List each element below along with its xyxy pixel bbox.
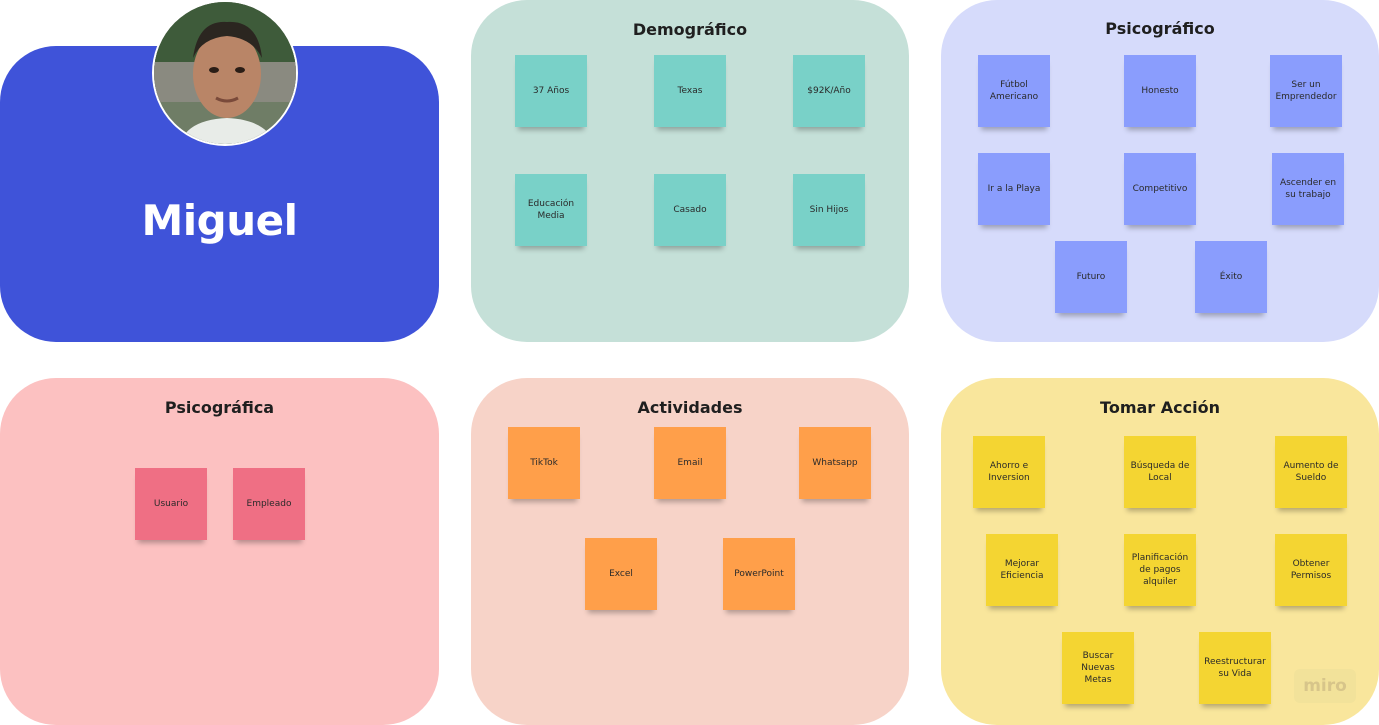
demografico-title: Demográfico	[632, 20, 748, 39]
note-text: Excel	[609, 568, 633, 579]
sticky-note[interactable]: Aumento de Sueldo	[1275, 436, 1347, 508]
note-text: Búsqueda de Local	[1130, 460, 1190, 483]
note-text: Educación Media	[527, 198, 575, 221]
sticky-note[interactable]: Empleado	[233, 468, 305, 540]
sticky-note[interactable]: TikTok	[508, 427, 580, 499]
note-text: Planificación de pagos alquiler	[1131, 552, 1189, 588]
psicografico-panel: Psicográfico Fútbol Americano Honesto Se…	[941, 0, 1379, 342]
note-text: Éxito	[1219, 271, 1243, 282]
sticky-note[interactable]: Usuario	[135, 468, 207, 540]
psicografica-panel: Psicográfica Usuario Empleado	[0, 378, 439, 725]
note-text: Honesto	[1141, 85, 1179, 96]
note-text: Buscar Nuevas Metas	[1081, 650, 1115, 686]
sticky-note[interactable]: PowerPoint	[723, 538, 795, 610]
sticky-note[interactable]: Competitivo	[1124, 153, 1196, 225]
demografico-panel: Demográfico 37 Años Texas $92K/Año Educa…	[471, 0, 909, 342]
sticky-note[interactable]: Casado	[654, 174, 726, 246]
tomar-accion-title: Tomar Acción	[1100, 398, 1220, 417]
sticky-note[interactable]: Buscar Nuevas Metas	[1062, 632, 1134, 704]
note-text: PowerPoint	[734, 568, 784, 579]
miro-watermark: miro	[1294, 669, 1356, 703]
avatar	[152, 0, 298, 146]
note-text: Empleado	[246, 498, 292, 509]
sticky-note[interactable]: Búsqueda de Local	[1124, 436, 1196, 508]
sticky-note[interactable]: Email	[654, 427, 726, 499]
note-text: TikTok	[530, 457, 558, 468]
sticky-note[interactable]: Futuro	[1055, 241, 1127, 313]
note-text: Competitivo	[1132, 183, 1188, 194]
note-text: Email	[677, 457, 703, 468]
sticky-note[interactable]: Éxito	[1195, 241, 1267, 313]
note-text: Ascender en su trabajo	[1279, 177, 1337, 200]
tomar-accion-panel: Tomar Acción Ahorro e Inversion Búsqueda…	[941, 378, 1379, 725]
note-text: Obtener Permisos	[1290, 558, 1332, 581]
note-text: Texas	[677, 85, 703, 96]
psicografica-title: Psicográfica	[164, 398, 275, 417]
note-text: 37 Años	[532, 85, 570, 96]
note-text: Ahorro e Inversion	[988, 460, 1030, 483]
note-text: Usuario	[153, 498, 189, 509]
note-text: Ir a la Playa	[987, 183, 1041, 194]
note-text: $92K/Año	[807, 85, 851, 96]
sticky-note[interactable]: Ir a la Playa	[978, 153, 1050, 225]
sticky-note[interactable]: Sin Hijos	[793, 174, 865, 246]
note-text: Mejorar Eficiencia	[1000, 558, 1044, 581]
sticky-note[interactable]: Educación Media	[515, 174, 587, 246]
note-text: Casado	[673, 204, 707, 215]
sticky-note[interactable]: Fútbol Americano	[978, 55, 1050, 127]
note-text: Ser un Emprendedor	[1275, 79, 1337, 102]
sticky-note[interactable]: Ascender en su trabajo	[1272, 153, 1344, 225]
actividades-title: Actividades	[637, 398, 743, 417]
note-text: Futuro	[1076, 271, 1106, 282]
sticky-note[interactable]: Whatsapp	[799, 427, 871, 499]
note-text: Whatsapp	[812, 457, 858, 468]
note-text: Reestructurar su Vida	[1204, 656, 1266, 679]
sticky-note[interactable]: 37 Años	[515, 55, 587, 127]
sticky-note[interactable]: Texas	[654, 55, 726, 127]
psicografico-title: Psicográfico	[1105, 19, 1215, 38]
sticky-note[interactable]: Ser un Emprendedor	[1270, 55, 1342, 127]
sticky-note[interactable]: Planificación de pagos alquiler	[1124, 534, 1196, 606]
sticky-note[interactable]: Ahorro e Inversion	[973, 436, 1045, 508]
sticky-note[interactable]: Excel	[585, 538, 657, 610]
note-text: Aumento de Sueldo	[1283, 460, 1339, 483]
note-text: Fútbol Americano	[989, 79, 1039, 102]
persona-name: Miguel	[141, 196, 298, 245]
sticky-note[interactable]: Honesto	[1124, 55, 1196, 127]
sticky-note[interactable]: $92K/Año	[793, 55, 865, 127]
actividades-panel: Actividades TikTok Email Whatsapp Excel …	[471, 378, 909, 725]
sticky-note[interactable]: Reestructurar su Vida	[1199, 632, 1271, 704]
sticky-note[interactable]: Obtener Permisos	[1275, 534, 1347, 606]
note-text: Sin Hijos	[809, 204, 849, 215]
sticky-note[interactable]: Mejorar Eficiencia	[986, 534, 1058, 606]
